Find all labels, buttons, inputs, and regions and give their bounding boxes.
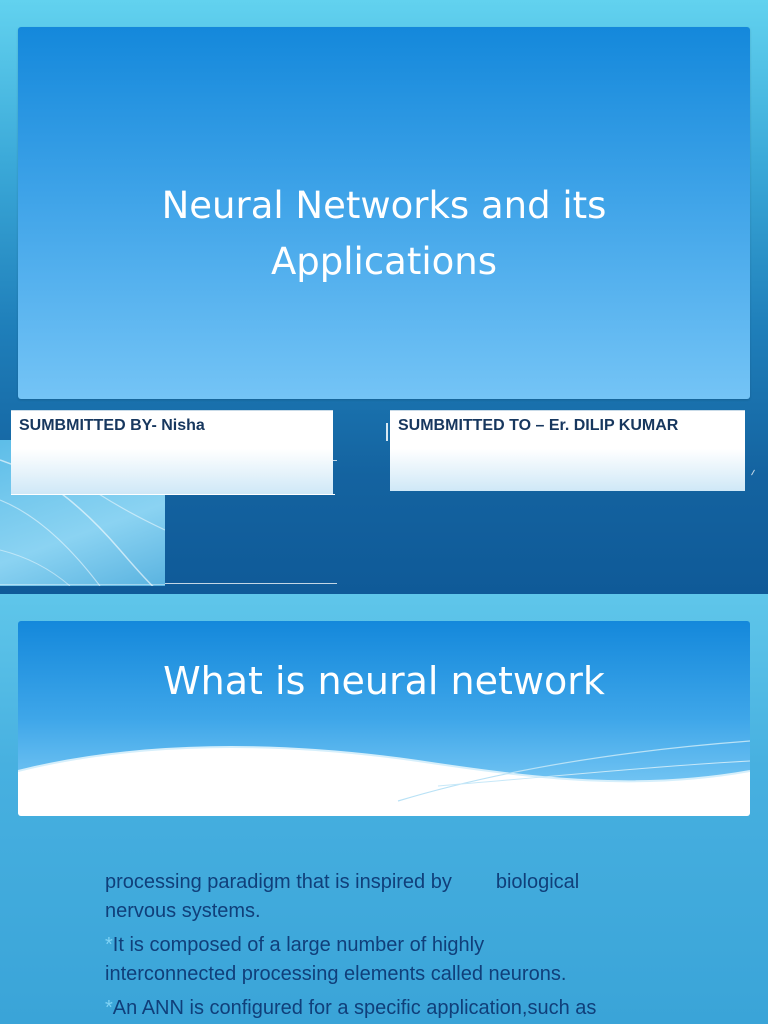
bullet-text: An ANN is configured for a specific appl… [112, 997, 597, 1019]
decorative-line [333, 460, 337, 461]
title-line-2: Applications [270, 240, 497, 283]
box-fade [390, 449, 745, 491]
decorative-wave [18, 740, 750, 816]
bullet-list: processing paradigm that is inspired by b… [105, 868, 705, 1024]
box-fade [11, 449, 333, 494]
decorative-line [0, 584, 165, 585]
decorative-line [165, 583, 337, 584]
submitted-to-label: SUMBMITTED TO – Er. DILIP KUMAR [398, 417, 679, 434]
slide2-header: What is neural network [18, 621, 750, 816]
slide2-title: What is neural network [163, 659, 605, 703]
slide-title: Neural Networks and its Applications SUM… [0, 0, 768, 594]
title-line-1: Neural Networks and its [161, 184, 607, 227]
bullet-text: biological [495, 871, 580, 893]
submitted-by-label: SUMBMITTED BY- Nisha [19, 417, 205, 434]
bullet-text: processing paradigm that is inspired by [105, 871, 452, 893]
decorative-line [386, 423, 388, 441]
decorative-line [751, 469, 755, 476]
decorative-line [11, 494, 335, 495]
bullet-text: interconnected processing elements calle… [105, 963, 567, 985]
submitted-by-box: SUMBMITTED BY- Nisha [11, 410, 333, 494]
bullet-text: nervous systems. [105, 900, 261, 922]
bullet-text: It is composed of a large number of high… [112, 934, 485, 956]
presentation-title: Neural Networks and its Applications [18, 178, 750, 290]
bullet-marker-icon: * [105, 934, 113, 956]
slide-what-is-neural-network: What is neural network processing paradi… [0, 594, 768, 1024]
bullet-item: *It is composed of a large number of hig… [105, 931, 705, 989]
bullet-item: *An ANN is configured for a specific app… [105, 994, 705, 1023]
bullet-marker-icon: * [105, 997, 113, 1019]
title-placeholder [18, 27, 750, 399]
submitted-to-box: SUMBMITTED TO – Er. DILIP KUMAR [390, 410, 745, 491]
bullet-item: processing paradigm that is inspired by b… [105, 868, 705, 926]
